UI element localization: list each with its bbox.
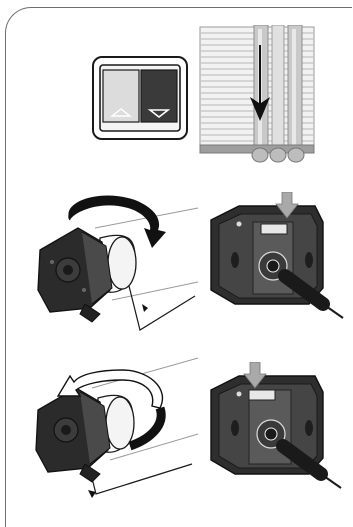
motor-face-right-notch — [205, 192, 345, 322]
switch-up-button — [103, 70, 139, 122]
roller-blind — [198, 25, 316, 170]
switch-down-button — [141, 70, 177, 122]
wall-switch — [92, 56, 188, 140]
motor-rotate-clockwise — [30, 190, 200, 340]
motor-rotate-counterclockwise — [30, 352, 200, 502]
blind-guide-rails — [254, 25, 302, 153]
motor-face-left-notch — [205, 362, 345, 492]
